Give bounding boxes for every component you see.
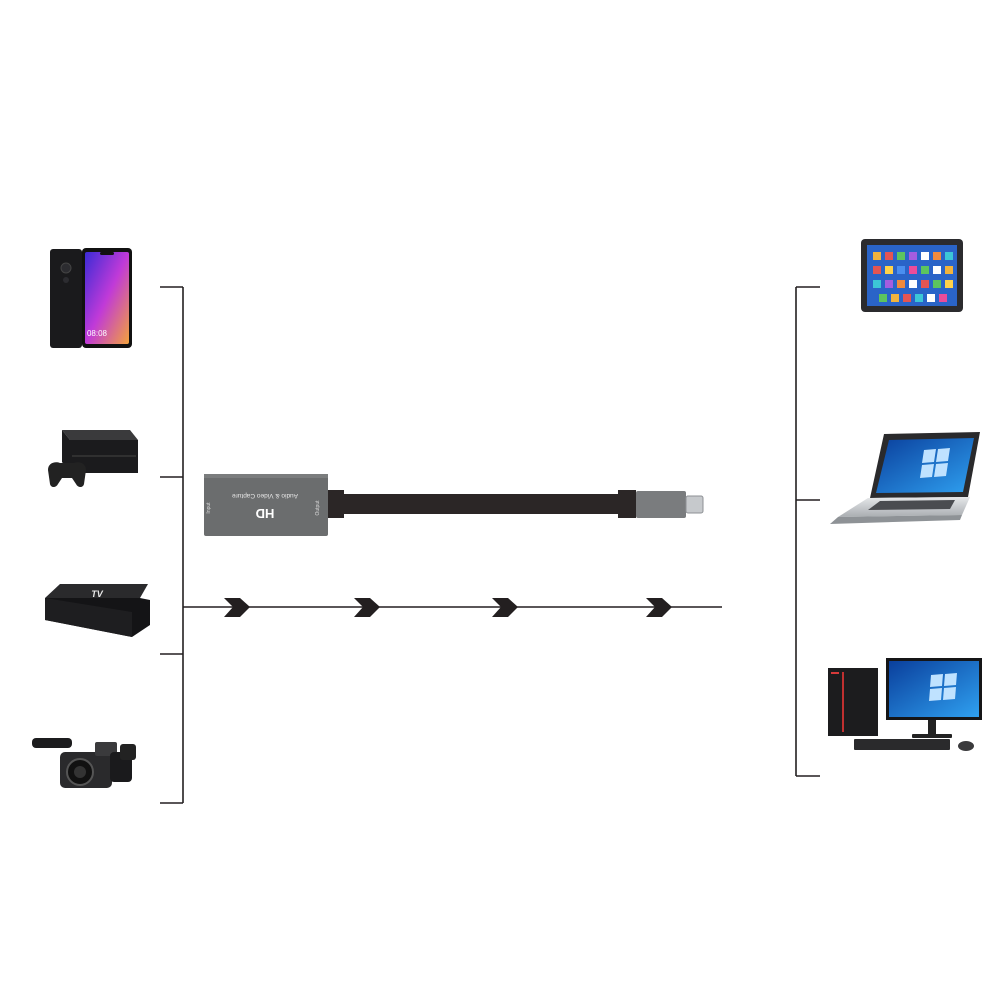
console-side [62, 430, 70, 473]
monitor-base [912, 734, 952, 738]
output-bracket [795, 286, 820, 777]
capture-card-label-group: HD Audio & Video Capture Input Output [206, 492, 321, 521]
tv-box: TV [45, 584, 150, 637]
usb-c-plug-tip [685, 495, 704, 514]
cable-strain-relief-right [618, 490, 636, 518]
laptop-keyboard [868, 500, 955, 510]
tvbox-logo: TV [91, 589, 103, 599]
app-tile [903, 294, 911, 302]
signal-flow [183, 598, 722, 617]
phone-flash [63, 277, 69, 283]
flow-arrow-3-icon [492, 598, 518, 617]
capture-card-body [204, 474, 328, 536]
app-tile [933, 266, 941, 274]
app-tile [921, 266, 929, 274]
capture-card-product-label: Audio & Video Capture [232, 492, 298, 499]
gamepad-icon [48, 462, 86, 487]
laptop [830, 432, 980, 524]
monitor-windows-logo-icon [929, 673, 957, 701]
phone-notch [100, 252, 114, 255]
pc-tower-accent [842, 672, 844, 732]
app-tile [873, 252, 881, 260]
app-tile [909, 280, 917, 288]
flow-arrow-4-icon [646, 598, 672, 617]
app-tile [921, 280, 929, 288]
phone-back [50, 249, 82, 348]
phone-clock: 08:08 [87, 329, 108, 338]
app-tile [909, 266, 917, 274]
capture-card-input-label: Input [206, 502, 212, 514]
flow-arrow-1-icon [224, 598, 250, 617]
input-bracket [160, 286, 184, 804]
tvbox-top [45, 584, 148, 598]
laptop-front-edge [830, 515, 962, 524]
keyboard [854, 739, 950, 750]
app-tile [909, 252, 917, 260]
app-tile [945, 266, 953, 274]
cable-strain-relief-left [326, 490, 344, 518]
camcorder-microphone [32, 738, 72, 748]
app-tile [897, 280, 905, 288]
smartphone: 08:08 [50, 248, 132, 348]
app-tile [915, 294, 923, 302]
app-tile [945, 252, 953, 260]
camcorder-handle [95, 742, 117, 756]
console-top [62, 430, 138, 440]
capture-card-brand: HD [256, 506, 275, 521]
app-tile [885, 266, 893, 274]
phone-camera-icon [60, 262, 72, 274]
tablet [861, 239, 963, 312]
app-tile [885, 252, 893, 260]
tvbox-front [45, 598, 132, 637]
phone-screen [85, 252, 129, 344]
capture-card-output-label: Output [315, 500, 321, 516]
tablet-app-grid [873, 252, 953, 302]
app-tile [897, 252, 905, 260]
app-tile [879, 294, 887, 302]
app-tile [945, 280, 953, 288]
camcorder-viewfinder [120, 744, 136, 760]
app-tile [873, 280, 881, 288]
app-tile [891, 294, 899, 302]
pc-tower-led [831, 672, 839, 674]
windows-logo-icon [920, 448, 950, 478]
app-tile [933, 252, 941, 260]
monitor-stand [928, 720, 936, 734]
camcorder [32, 738, 136, 788]
capture-card-top-edge [204, 474, 328, 478]
desktop-pc [828, 658, 982, 751]
flow-arrow-2-icon [354, 598, 380, 617]
usb-c-plug-housing [636, 491, 686, 518]
app-tile [885, 280, 893, 288]
capture-card: HD Audio & Video Capture Input Output [204, 474, 704, 536]
app-tile [897, 266, 905, 274]
pc-tower [828, 668, 878, 736]
app-tile [939, 294, 947, 302]
app-tile [927, 294, 935, 302]
app-tile [921, 252, 929, 260]
game-console [48, 430, 138, 487]
app-tile [933, 280, 941, 288]
usb-c-cable [326, 494, 636, 514]
camcorder-lens-glass [74, 766, 86, 778]
mouse-icon [958, 741, 974, 751]
app-tile [873, 266, 881, 274]
